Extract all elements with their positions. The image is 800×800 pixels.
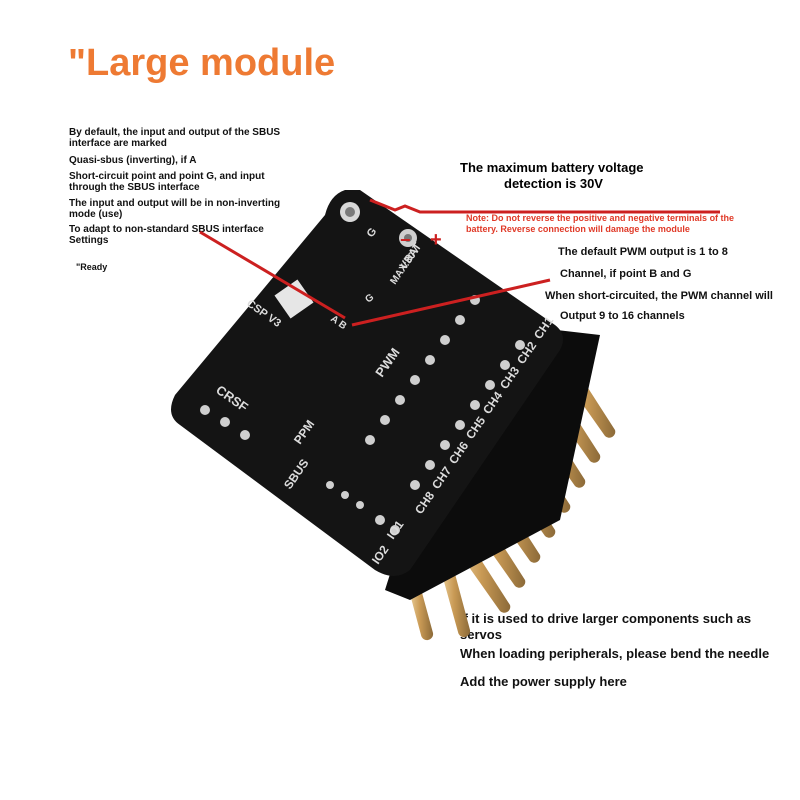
note-pwm-channel: Channel, if point B and G: [560, 268, 692, 280]
note-quasi-sbus: Quasi-sbus (inverting), if A: [69, 155, 197, 166]
battery-note: The maximum battery voltage detection is…: [460, 160, 644, 192]
note-short-circuit: Short-circuit point and point G, and inp…: [69, 171, 265, 193]
through-holes: [200, 295, 525, 535]
battery-note-line-1: The maximum battery voltage: [460, 160, 644, 175]
note-ready: "Ready: [76, 262, 108, 272]
battery-note-line-2: detection is 30V: [504, 176, 603, 191]
battery-warning: Note: Do not reverse the positive and ne…: [466, 213, 735, 234]
plus-terminal-icon: +: [430, 229, 442, 251]
note-non-inverting: The input and output will be in non-inve…: [69, 198, 281, 220]
minus-terminal-icon: −: [400, 230, 411, 250]
annotation-arrows: [199, 198, 720, 327]
note-drive-servos: If it is used to drive larger components…: [460, 611, 752, 642]
chip: [274, 279, 314, 319]
pin-header-block: [385, 320, 600, 600]
pcb-body: [171, 190, 564, 576]
note-bend-needle: When loading peripherals, please bend th…: [460, 646, 770, 661]
note-pwm-output: Output 9 to 16 channels: [560, 310, 685, 322]
note-default-sbus: By default, the input and output of the …: [69, 127, 281, 149]
note-pwm-default: The default PWM output is 1 to 8: [558, 246, 728, 258]
page-title: "Large module: [68, 42, 336, 84]
note-pwm-short: When short-circuited, the PWM channel wi…: [545, 290, 773, 302]
note-power-supply: Add the power supply here: [460, 674, 627, 689]
note-adapt: To adapt to non-standard SBUS interface …: [69, 224, 264, 246]
